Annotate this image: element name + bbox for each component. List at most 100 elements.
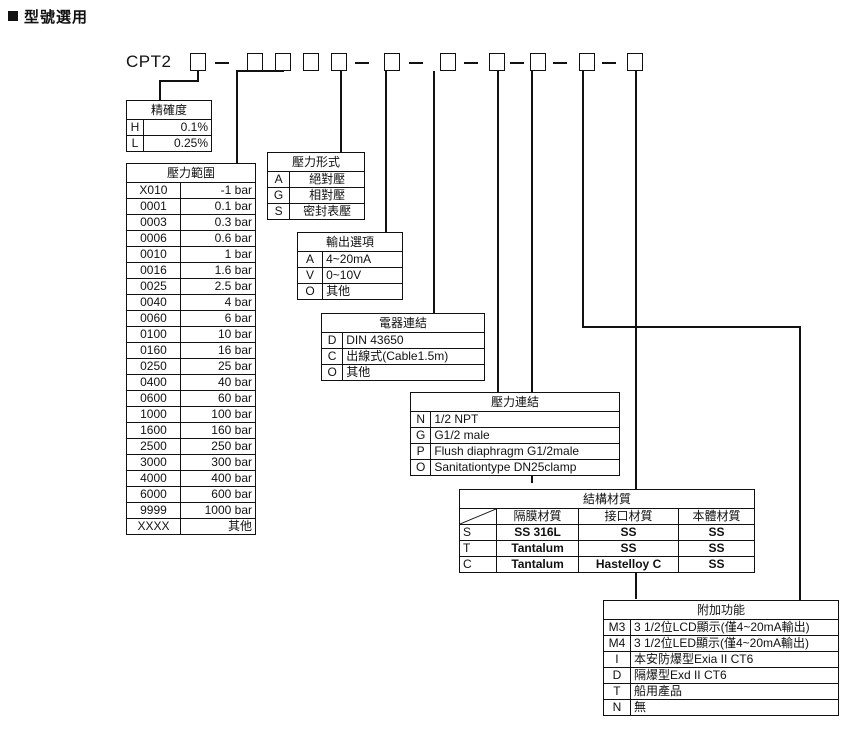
code-cell: 9999	[126, 502, 181, 519]
value-cell: 1.6 bar	[179, 262, 257, 279]
code-box-pressure-type	[331, 53, 347, 71]
output-title: 輸出選項	[297, 232, 403, 252]
value-cell: Hastelloy C	[578, 556, 680, 573]
value-cell: 4~20mA	[322, 251, 403, 268]
code-box-material	[530, 53, 546, 71]
code-cell: 0003	[126, 214, 181, 231]
range-title: 壓力範圍	[126, 163, 256, 183]
value-cell: 絕對壓	[289, 171, 365, 188]
value-cell: 相對壓	[289, 187, 365, 204]
accuracy-title: 精確度	[126, 100, 212, 120]
value-cell: 400 bar	[179, 470, 257, 487]
value-cell: 6 bar	[179, 310, 257, 327]
code-cell: 0160	[126, 342, 181, 359]
material-title: 結構材質	[459, 489, 755, 509]
code-cell: X010	[126, 182, 181, 199]
code-cell: G	[409, 427, 432, 444]
value-cell: 300 bar	[179, 454, 257, 471]
code-cell: N	[409, 411, 432, 428]
code-cell: 1000	[126, 406, 181, 423]
code-cell: C	[320, 348, 344, 365]
code-cell: 0016	[126, 262, 181, 279]
value-cell: 出線式(Cable1.5m)	[342, 348, 485, 365]
code-cell: 0600	[126, 390, 181, 407]
code-box-output	[384, 53, 400, 71]
code-cell: 0006	[126, 230, 181, 247]
code-cell: L	[126, 135, 144, 152]
code-cell: S	[459, 524, 497, 541]
value-cell: 60 bar	[179, 390, 257, 407]
code-cell: N	[603, 699, 631, 716]
value-cell: 600 bar	[179, 486, 257, 503]
header-body: 本體材質	[678, 508, 755, 525]
code-dash	[464, 62, 478, 64]
heading-text: 型號選用	[24, 8, 89, 26]
value-cell: 隔爆型Exd II CT6	[629, 667, 840, 684]
code-cell: A	[266, 171, 291, 188]
value-cell: 密封表壓	[289, 203, 365, 220]
model-prefix: CPT2	[126, 52, 172, 71]
code-cell: 0001	[126, 198, 181, 215]
value-cell: 160 bar	[179, 422, 257, 439]
code-cell: D	[320, 332, 344, 349]
options-title: 附加功能	[603, 600, 839, 620]
code-cell: M3	[603, 619, 631, 636]
code-cell: T	[603, 683, 631, 700]
code-cell: 0040	[126, 294, 181, 311]
code-cell: T	[459, 540, 497, 557]
value-cell: SS	[578, 524, 680, 541]
pressure-type-title: 壓力形式	[267, 152, 365, 172]
code-box-extra	[579, 53, 595, 71]
value-cell: 1000 bar	[179, 502, 257, 519]
code-cell: 0010	[126, 246, 181, 263]
code-cell: A	[296, 251, 324, 268]
value-cell: 3 1/2位LED顯示(僅4~20mA輸出)	[629, 635, 840, 652]
value-cell: SS	[678, 524, 755, 541]
value-cell: 4 bar	[179, 294, 257, 311]
code-cell: O	[320, 364, 344, 381]
code-cell: 4000	[126, 470, 181, 487]
value-cell: 0.1%	[143, 119, 212, 136]
value-cell: SS	[578, 540, 680, 557]
value-cell: Flush diaphragm G1/2male	[430, 443, 620, 460]
value-cell: 0.3 bar	[179, 214, 257, 231]
section-heading: 型號選用	[8, 6, 88, 27]
code-cell: 0250	[126, 358, 181, 375]
value-cell: 100 bar	[179, 406, 257, 423]
value-cell: 10 bar	[179, 326, 257, 343]
code-cell: O	[296, 283, 324, 300]
code-cell: P	[409, 443, 432, 460]
value-cell: 0~10V	[322, 267, 403, 284]
code-box-options	[627, 53, 643, 71]
